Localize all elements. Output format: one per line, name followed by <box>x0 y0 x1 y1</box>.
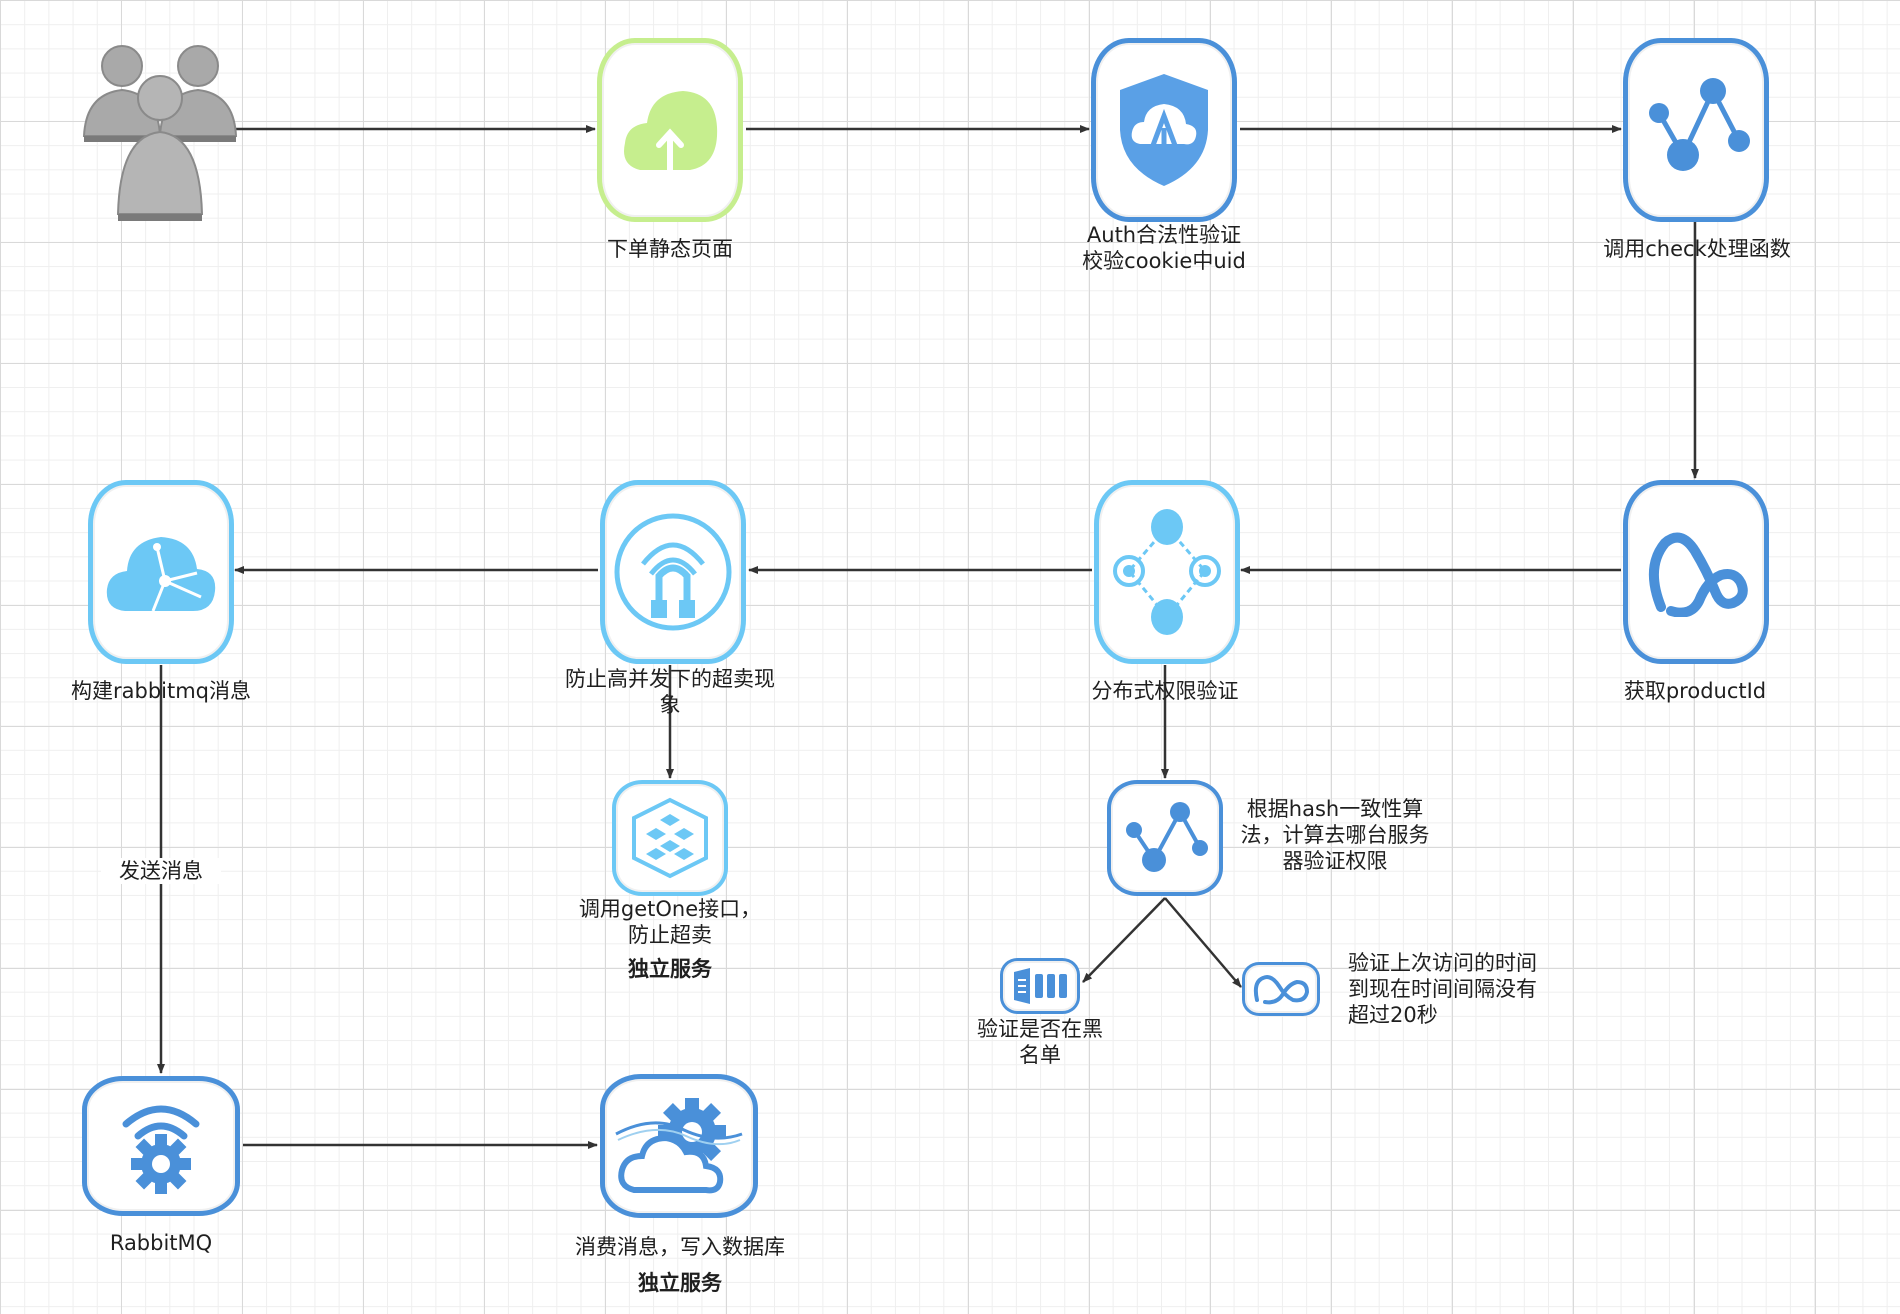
productid-node[interactable] <box>1623 480 1769 664</box>
rabbit-msg-label: 构建rabbitmq消息 <box>70 679 252 703</box>
oversell-node[interactable] <box>600 480 746 664</box>
rabbitmq-label: RabbitMQ <box>109 1231 213 1255</box>
order-page-label: 下单静态页面 <box>607 237 733 261</box>
last-visit-node[interactable] <box>1242 962 1320 1016</box>
cube-cluster-icon <box>632 797 708 879</box>
wifi-gear-icon <box>122 1105 200 1194</box>
cloud-network-icon <box>106 537 216 612</box>
order-page-node[interactable] <box>597 38 743 222</box>
edge-hash-to-blacklist <box>1082 897 1166 983</box>
hash-node[interactable] <box>1107 780 1223 896</box>
dist-auth-node[interactable] <box>1094 480 1240 664</box>
consume-note: 独立服务 <box>638 1271 722 1295</box>
productid-label: 获取productId <box>1623 679 1767 703</box>
users-group-icon <box>80 36 240 226</box>
rabbitmq-node[interactable] <box>82 1076 240 1216</box>
infinity-loop-icon <box>1253 975 1310 1005</box>
check-label: 调用check处理函数 <box>1603 237 1791 261</box>
check-node[interactable] <box>1623 38 1769 222</box>
hash-label: 根据hash一致性算 法，计算去哪台服务 器验证权限 <box>1240 797 1430 873</box>
consume-label: 消费消息，写入数据库 <box>575 1235 785 1259</box>
blacklist-node[interactable] <box>1000 958 1080 1014</box>
blacklist-label: 验证是否在黑 名单 <box>977 1017 1103 1067</box>
getone-node[interactable] <box>612 780 728 896</box>
getone-note: 独立服务 <box>628 957 712 981</box>
oversell-label: 防止高并发下的超卖现 象 <box>565 667 775 717</box>
cloud-upload-icon <box>624 91 718 173</box>
getone-label: 调用getOne接口， 防止超卖 <box>578 897 762 947</box>
last-visit-label: 验证上次访问的时间 到现在时间间隔没有 超过20秒 <box>1348 951 1537 1027</box>
infinity-loop-icon <box>1648 532 1748 617</box>
consume-node[interactable] <box>600 1074 758 1218</box>
network-nodes-icon <box>1649 78 1750 171</box>
rabbit-msg-node[interactable] <box>88 480 234 664</box>
edge-hash-to-last-visit <box>1164 897 1242 988</box>
bars-list-icon <box>1014 968 1067 1004</box>
distributed-nodes-icon <box>1113 509 1221 635</box>
auth-label: Auth合法性验证 校验cookie中uid <box>1082 223 1246 273</box>
dist-auth-label: 分布式权限验证 <box>1091 679 1239 703</box>
auth-node[interactable] <box>1091 38 1237 222</box>
gear-cloud-icon <box>615 1098 743 1194</box>
network-nodes-icon <box>1126 802 1208 872</box>
send-message-edge-label: 发送消息 <box>101 858 221 884</box>
shield-cloud-icon <box>1120 74 1208 186</box>
signal-lock-icon <box>614 513 732 631</box>
